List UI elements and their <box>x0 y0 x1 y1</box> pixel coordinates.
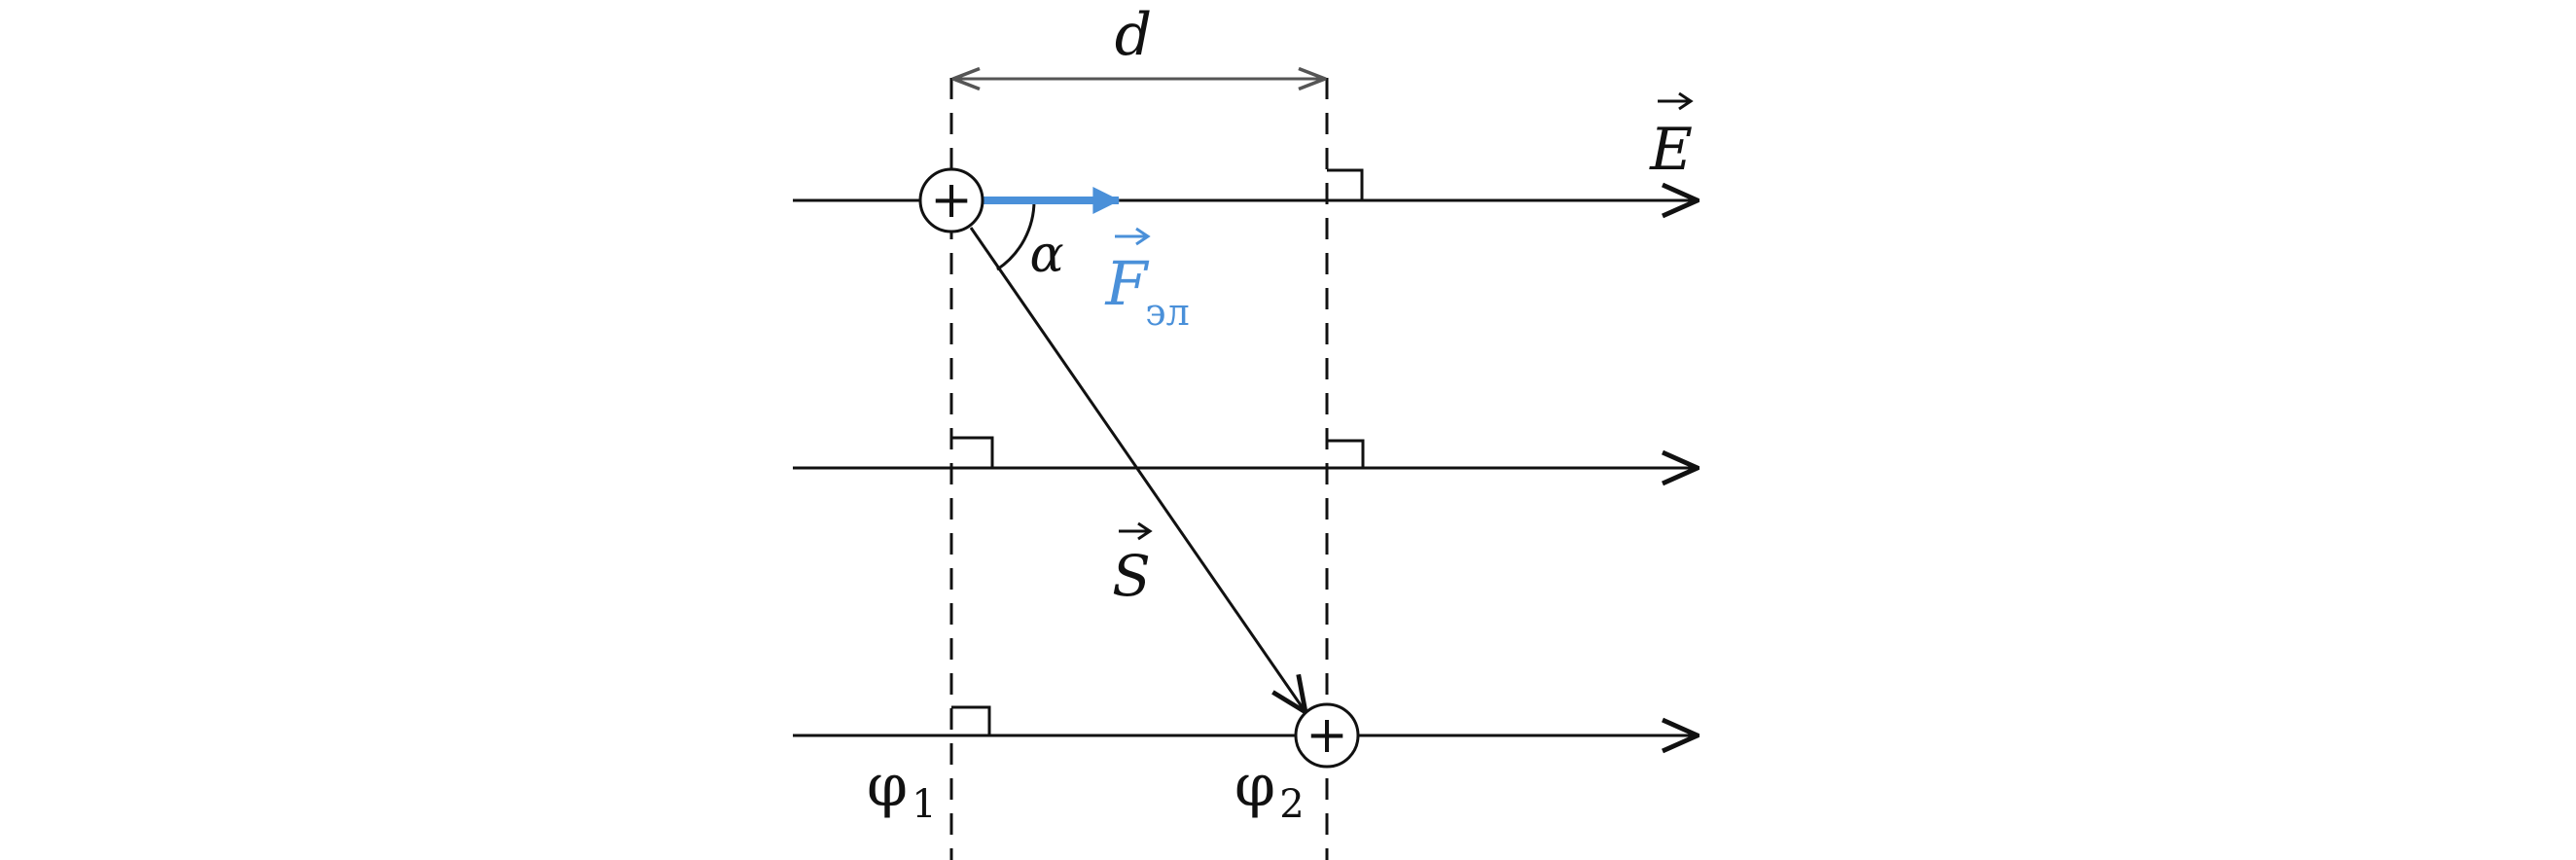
potential-label-2-subscript: 2 <box>1279 782 1304 827</box>
potential-label-1-group: φ 1 <box>867 752 937 827</box>
displacement-vector <box>969 227 1306 712</box>
force-label-subscript: эл <box>1145 291 1189 334</box>
distance-label: d <box>1115 1 1152 69</box>
field-label-group: E <box>1649 91 1694 184</box>
right-angle-mark-top-right <box>1327 168 1364 200</box>
right-angle-mark-middle-left <box>951 436 994 468</box>
field-label: E <box>1649 116 1693 184</box>
right-angle-mark-middle-right <box>1327 439 1365 468</box>
potential-label-2-group: φ 2 <box>1234 752 1305 827</box>
right-angle-mark-bottom-left <box>951 705 991 735</box>
force-label-group: F эл <box>1104 227 1190 334</box>
circled-plus-icon <box>918 167 984 233</box>
force-label: F <box>1104 248 1149 319</box>
displacement-label: S <box>1112 543 1151 609</box>
angle-label: α <box>1029 226 1063 284</box>
charge-initial: + <box>918 167 984 233</box>
potential-label-1-subscript: 1 <box>912 782 936 827</box>
circled-plus-icon <box>1294 702 1360 769</box>
displacement-label-group: S <box>1112 521 1153 609</box>
vector-arrow-icon <box>1658 91 1694 111</box>
potential-label-2: φ <box>1234 752 1275 820</box>
charge-final-sign: + <box>1306 706 1348 765</box>
potential-label-1: φ <box>867 752 908 820</box>
vector-arrow-icon <box>1115 227 1151 246</box>
angle-arc <box>996 199 1036 271</box>
vector-arrow-icon <box>1119 521 1153 541</box>
charge-final: + <box>1294 702 1360 769</box>
charge-initial-sign: + <box>930 171 973 230</box>
